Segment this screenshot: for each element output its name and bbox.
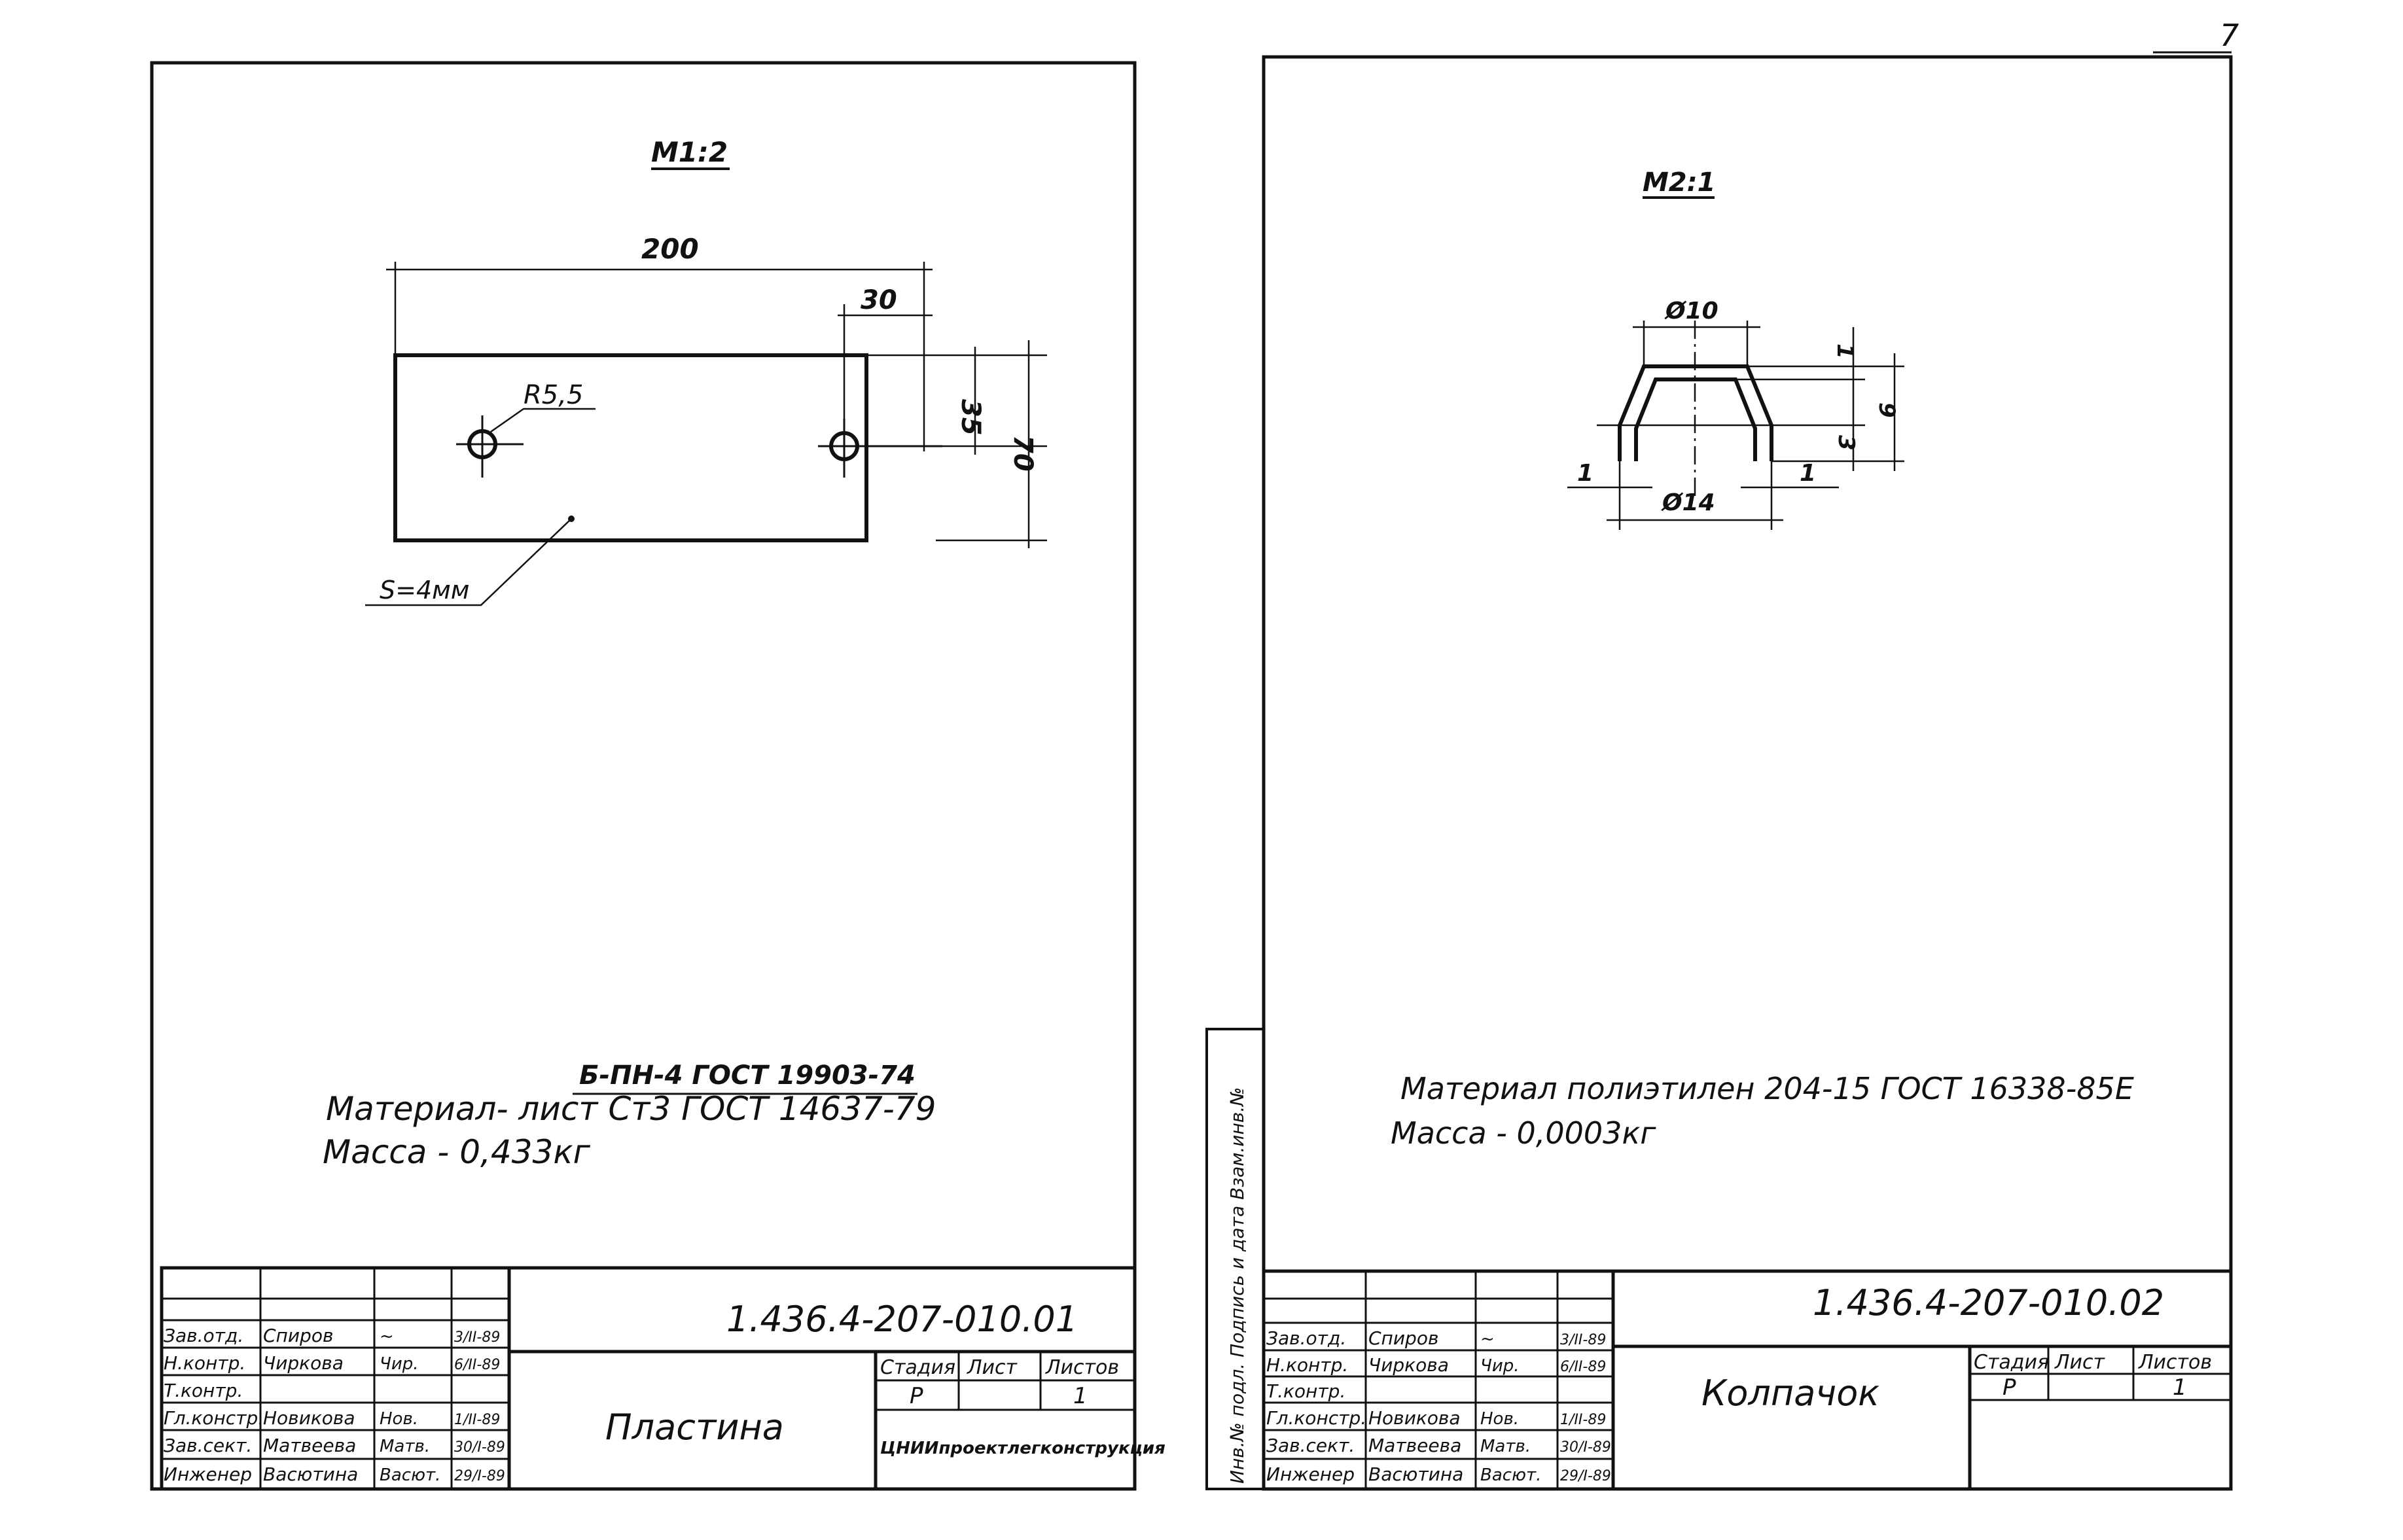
right-name-1: Спиров <box>1368 1327 1438 1349</box>
thickness-label: S=4мм <box>380 576 469 604</box>
left-date-2: 6/II-89 <box>454 1357 500 1373</box>
cap-inner-profile <box>1634 377 1757 461</box>
dim-30-label: 30 <box>861 285 897 315</box>
left-sheets-value: 1 <box>1073 1383 1088 1409</box>
dim-3-label: 3 <box>1833 435 1859 451</box>
right-title-block: 1.436.4-207-010.02 Колпачок Стадия Лист … <box>1262 1269 2233 1491</box>
right-sign-6: Васют. <box>1480 1465 1541 1485</box>
right-title-block-frame <box>1262 1269 2233 1491</box>
right-stage-value: Р <box>2002 1374 2016 1401</box>
radius-label: R5,5 <box>524 380 583 410</box>
right-sign-5: Матв. <box>1480 1437 1531 1456</box>
left-name-5: Матвеева <box>263 1435 356 1456</box>
side-stamp-text: Инв.№ подл. Подпись и дата Взам.инв.№ <box>1226 1087 1248 1484</box>
page-number: 7 <box>2220 18 2239 53</box>
right-sheets-value: 1 <box>2173 1374 2187 1401</box>
right-sign-2: Чир. <box>1480 1356 1520 1376</box>
dim-top-thk-label: 1 <box>1832 343 1858 359</box>
left-stage-value: Р <box>910 1383 923 1409</box>
right-date-6: 29/I-89 <box>1560 1468 1611 1484</box>
right-name-5: Матвеева <box>1368 1435 1461 1456</box>
left-sign-4: Нов. <box>380 1409 418 1429</box>
sheet-left: М1:2 R5,5 200 30 35 70 S=4мм <box>150 61 1166 1491</box>
dim-200-label: 200 <box>641 233 699 265</box>
left-name-2: Чиркова <box>263 1352 344 1374</box>
left-date-1: 3/II-89 <box>454 1329 500 1346</box>
right-scale-label: М2:1 <box>1643 167 1715 198</box>
dim-wall-right-label: 1 <box>1800 460 1816 487</box>
right-role-5: Зав.сект. <box>1266 1435 1355 1456</box>
right-name-6: Васютина <box>1368 1463 1463 1485</box>
left-organization: ЦНИИпроектлегконструкция <box>880 1439 1166 1458</box>
dim-wall-left-label: 1 <box>1577 460 1593 487</box>
left-name-6: Васютина <box>263 1463 358 1485</box>
left-sheets-header: Листов <box>1045 1356 1119 1379</box>
right-role-4: Гл.констр. <box>1266 1407 1366 1429</box>
right-role-6: Инженер <box>1266 1463 1355 1485</box>
left-date-4: 1/II-89 <box>454 1412 500 1428</box>
right-sign-4: Нов. <box>1480 1409 1519 1429</box>
right-date-4: 1/II-89 <box>1560 1412 1606 1428</box>
dim-70-label: 70 <box>1008 435 1038 472</box>
left-material-text: Материал- лист Ст3 ГОСТ 14637-79 <box>326 1090 936 1128</box>
dim-35-label: 35 <box>955 399 986 436</box>
right-date-2: 6/II-89 <box>1560 1359 1606 1375</box>
left-name-4: Новикова <box>263 1407 355 1429</box>
left-sign-5: Матв. <box>380 1437 430 1456</box>
right-designation: 1.436.4-207-010.02 <box>1813 1282 2164 1323</box>
right-material-text: Материал полиэтилен 204-15 ГОСТ 16338-85… <box>1400 1071 2134 1106</box>
side-stamp-frame <box>1205 1028 1265 1490</box>
left-sign-1: ~ <box>380 1327 394 1346</box>
left-role-5: Зав.сект. <box>164 1435 252 1456</box>
left-sheet-header: Лист <box>967 1356 1018 1379</box>
left-name-1: Спиров <box>263 1325 333 1346</box>
left-mass-text: Масса - 0,433кг <box>323 1133 591 1171</box>
thickness-leader-dot <box>568 516 575 522</box>
right-mass-text: Масса - 0,0003кг <box>1391 1115 1656 1151</box>
left-role-6: Инженер <box>164 1463 252 1485</box>
left-material-spec-line1: Б-ПН-4 ГОСТ 19903-74 <box>579 1060 916 1091</box>
left-sign-6: Васют. <box>380 1465 440 1485</box>
right-date-5: 30/I-89 <box>1560 1439 1611 1456</box>
dim-d10-label: Ø10 <box>1664 298 1718 324</box>
sheet-right: Инв.№ подл. Подпись и дата Взам.инв.№ М2… <box>1205 55 2233 1491</box>
right-sign-1: ~ <box>1480 1329 1495 1349</box>
left-role-1: Зав.отд. <box>164 1325 243 1346</box>
left-sheet-frame <box>150 61 1137 1491</box>
right-sheets-header: Листов <box>2138 1351 2212 1374</box>
right-name-2: Чиркова <box>1368 1354 1449 1376</box>
right-role-3: Т.контр. <box>1266 1380 1345 1402</box>
left-part-title: Пластина <box>605 1407 784 1448</box>
left-role-4: Гл.констр. <box>164 1407 264 1429</box>
thickness-leader <box>365 518 572 606</box>
right-sheet-frame <box>1262 55 2233 1491</box>
left-stage-header: Стадия <box>880 1356 955 1379</box>
left-title-block-frame <box>160 1266 1137 1491</box>
left-role-3: Т.контр. <box>164 1380 243 1401</box>
right-role-1: Зав.отд. <box>1266 1327 1346 1349</box>
right-stage-header: Стадия <box>1974 1351 2049 1374</box>
left-date-6: 29/I-89 <box>454 1468 505 1484</box>
right-name-4: Новикова <box>1368 1407 1461 1429</box>
left-title-block: 1.436.4-207-010.01 Пластина Стадия Лист … <box>160 1266 1166 1491</box>
dim-9-label: 9 <box>1874 402 1900 418</box>
right-sheet-header: Лист <box>2054 1351 2106 1374</box>
left-designation: 1.436.4-207-010.01 <box>726 1299 1078 1340</box>
radius-leader <box>490 408 596 433</box>
right-part-title: Колпачок <box>1701 1373 1879 1414</box>
left-scale-label: М1:2 <box>651 136 728 168</box>
left-date-5: 30/I-89 <box>454 1439 505 1456</box>
right-date-1: 3/II-89 <box>1560 1332 1606 1348</box>
left-role-2: Н.контр. <box>164 1352 245 1374</box>
left-sign-2: Чир. <box>380 1354 419 1374</box>
plate-outline <box>393 353 868 542</box>
dim-d14-label: Ø14 <box>1661 489 1715 516</box>
right-role-2: Н.контр. <box>1266 1354 1348 1376</box>
